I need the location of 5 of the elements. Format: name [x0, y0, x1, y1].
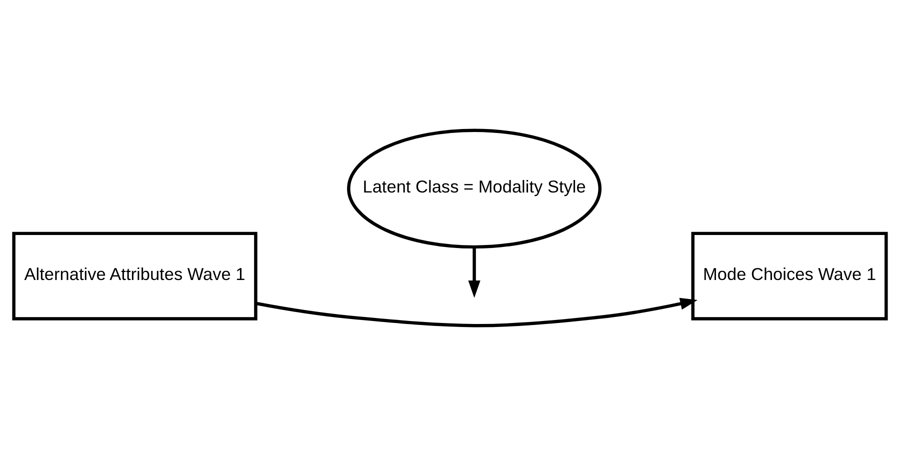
arrow [468, 247, 480, 298]
node-box: Alternative Attributes Wave 1 [12, 232, 258, 320]
node-ellipse: Latent Class = Modality Style [347, 128, 602, 249]
arrow [256, 298, 698, 328]
node-box: Mode Choices Wave 1 [691, 232, 888, 320]
